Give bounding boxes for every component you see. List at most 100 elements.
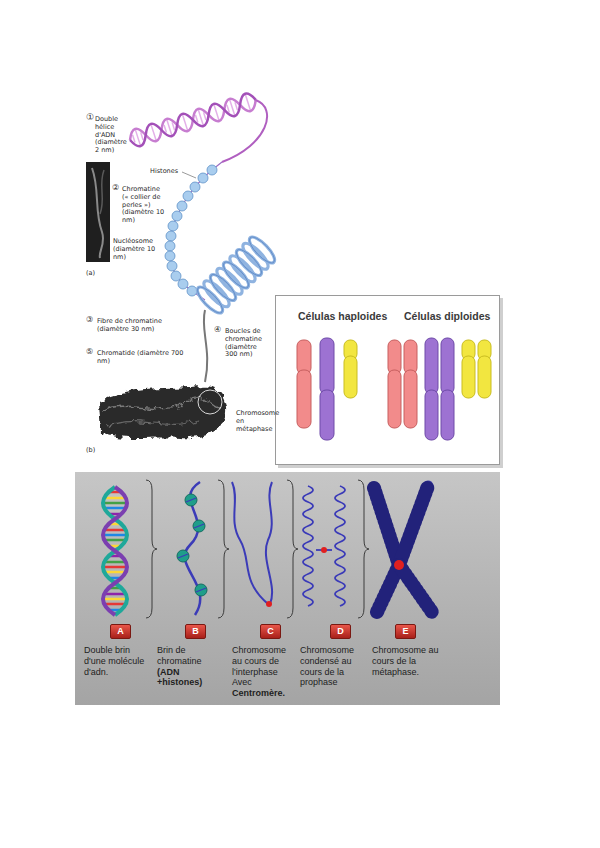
illustration-part xyxy=(135,130,140,145)
chromatid xyxy=(99,386,226,438)
illustration-part xyxy=(165,241,175,251)
metaphase-chromosome xyxy=(374,486,432,612)
illustration-part xyxy=(104,398,222,410)
illustration-part xyxy=(151,125,156,140)
part-label: Chromatide (diamètre 700 nm) xyxy=(97,350,189,366)
illustration-part xyxy=(207,271,239,304)
illustration-part xyxy=(183,191,193,201)
chromosome-panel: Células haploidesCélulas diploides xyxy=(275,295,500,465)
illustration-part xyxy=(344,340,357,398)
illustration-part xyxy=(194,524,204,528)
prophase-chromosome xyxy=(303,486,345,606)
illustration-part xyxy=(462,356,475,398)
illustration-part xyxy=(320,338,334,394)
illustration-part xyxy=(478,356,491,398)
tag-letter: B xyxy=(192,626,199,637)
illustration-part xyxy=(194,234,278,317)
illustration-part xyxy=(146,480,157,618)
illustration-part xyxy=(104,507,125,510)
interphase-chromosome xyxy=(232,482,272,604)
dna-strand xyxy=(222,100,267,162)
illustration-part xyxy=(167,261,177,271)
illustration-part xyxy=(185,494,197,506)
illustration-part xyxy=(168,221,178,231)
illustration-part xyxy=(335,486,345,606)
illustration-part xyxy=(232,482,268,604)
illustration-part xyxy=(297,340,311,374)
illustration-part xyxy=(104,529,125,532)
part-label: Boucles de chromatine (diamètre 300 nm) xyxy=(225,328,271,359)
illustration-part xyxy=(171,271,181,281)
part-label: Chromosome en métaphase xyxy=(236,410,278,433)
illustration-part xyxy=(246,234,278,267)
stage-tag: A xyxy=(110,624,131,639)
illustration-part xyxy=(196,588,206,592)
illustration-part xyxy=(92,168,103,258)
caption-text: Chromosome au cours de l'interphase Avec xyxy=(232,645,298,688)
illustration-part xyxy=(399,565,432,612)
illustration-part xyxy=(103,534,127,537)
callout-number: ⑤ xyxy=(86,348,93,356)
illustration-part xyxy=(104,497,125,500)
illustration-part xyxy=(86,162,110,262)
diploid-chromosomes xyxy=(388,338,491,440)
illustration-part xyxy=(233,246,265,279)
illustration-part xyxy=(103,598,127,601)
illustration-part xyxy=(297,370,311,428)
illustration-part xyxy=(183,115,188,130)
illustration-part xyxy=(194,234,278,317)
caption-text: (ADN +histones) xyxy=(157,667,227,689)
illustration-part xyxy=(374,488,399,565)
illustration-part xyxy=(374,486,432,612)
illustration-part xyxy=(127,91,258,148)
dna-molecule xyxy=(103,487,127,615)
part-label: Histones xyxy=(150,168,178,176)
tag-letter: A xyxy=(117,626,124,637)
illustration-part xyxy=(104,571,125,574)
stage-caption: Brin de chromatine(ADN +histones) xyxy=(157,645,227,688)
stage-caption: Chromosome au cours de la métaphase. xyxy=(372,645,448,677)
illustration-part xyxy=(297,340,311,428)
callout-number: ① xyxy=(86,113,94,122)
micrograph-inset xyxy=(86,162,110,262)
grey-panel xyxy=(75,472,500,705)
haploid-chromosomes xyxy=(297,338,357,440)
illustration-part xyxy=(178,279,188,289)
part-label: Fibre de chromatine (diamètre 30 nm) xyxy=(97,318,189,334)
illustration-part xyxy=(103,502,127,505)
centromere-dot xyxy=(394,560,404,570)
illustration-part xyxy=(186,498,196,502)
illustration-part xyxy=(198,110,203,125)
illustration-part xyxy=(103,566,127,569)
callout-number: ② xyxy=(112,184,119,192)
illustration-part xyxy=(399,486,428,565)
callout-number: ④ xyxy=(214,326,221,334)
callout-number: ③ xyxy=(86,316,93,324)
illustration-part xyxy=(103,487,127,615)
stage-tag: D xyxy=(330,624,351,639)
panel-heading: Células haploides xyxy=(298,310,387,322)
illustration-part xyxy=(100,170,104,214)
illustration-part xyxy=(266,482,272,604)
stage-caption: Chromosome au cours de l'interphase Avec… xyxy=(232,645,298,699)
illustration-part xyxy=(320,390,334,440)
nucleosome-chain xyxy=(165,162,222,300)
illustration-part xyxy=(246,234,278,267)
stage-tag: B xyxy=(185,624,206,639)
tag-letter: C xyxy=(267,626,274,637)
illustration-part xyxy=(388,340,401,374)
illustration-part xyxy=(425,390,438,440)
illustration-part xyxy=(320,338,334,440)
curly-bracket xyxy=(146,480,369,618)
centromere-dot xyxy=(266,601,272,607)
stage-caption: Double brin d'une molécule d'adn. xyxy=(84,645,146,677)
illustration-part xyxy=(194,284,226,317)
dna-double-helix xyxy=(127,91,258,148)
caption-text: Centromère. xyxy=(232,688,298,699)
leader-line xyxy=(182,172,196,178)
panel-ground xyxy=(275,295,500,465)
illustration-part xyxy=(190,182,200,192)
illustration-part xyxy=(198,173,208,183)
illustration-part xyxy=(167,120,172,135)
